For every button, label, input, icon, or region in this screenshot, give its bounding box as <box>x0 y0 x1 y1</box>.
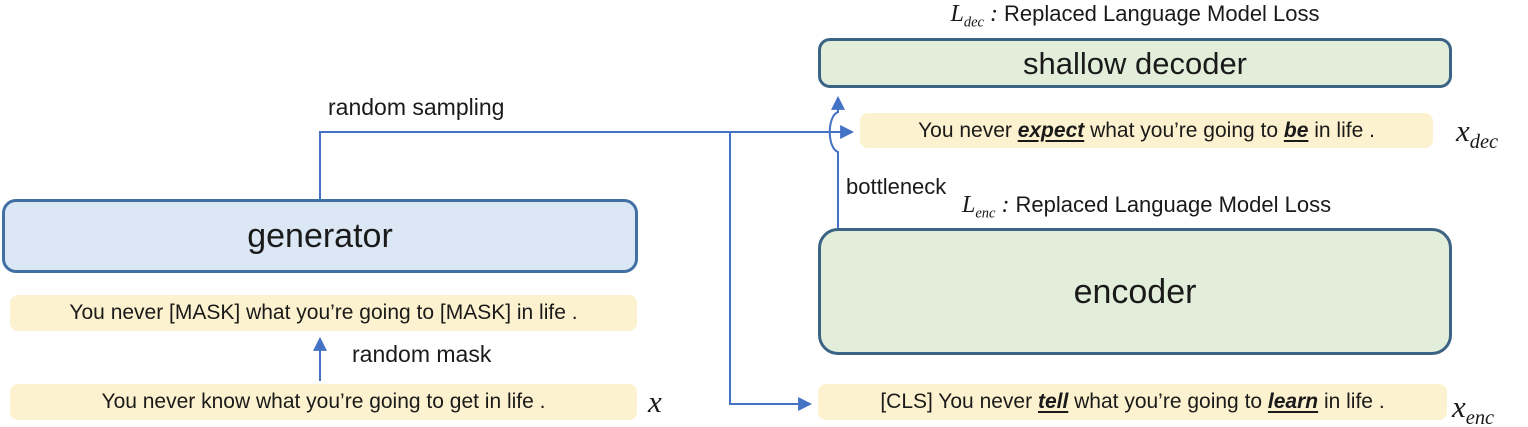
decoder-loss-symbol: L <box>950 1 964 27</box>
decoder-loss-text: Replaced Language Model Loss <box>1003 1 1320 26</box>
masked-sentence-box: You never [MASK] what you’re going to [M… <box>10 295 637 331</box>
encoder-loss-text: Replaced Language Model Loss <box>1015 192 1332 217</box>
bottleneck-label: bottleneck <box>846 174 947 199</box>
encoder-loss-symbol: L <box>962 192 976 218</box>
random-sampling-arrow <box>319 125 855 199</box>
encoder-input-arrow <box>729 132 813 411</box>
x-enc-label: xenc <box>1452 389 1495 427</box>
encoder-loss-label: Lenc : Replaced Language Model Loss <box>962 192 1331 222</box>
input-sentence-box: You never know what you’re going to get … <box>10 384 637 420</box>
replaced-word-expect: expect <box>1017 118 1085 142</box>
encoder-label: encoder <box>1073 272 1197 311</box>
decoder-loss-separator: : <box>983 1 1004 27</box>
encoder-box: encoder <box>818 228 1452 355</box>
decoder-loss-label: Ldec : Replaced Language Model Loss <box>818 1 1452 31</box>
encoder-input-sentence-box: [CLS] You never tell what you’re going t… <box>818 384 1447 420</box>
x-dec-label: xdec <box>1456 113 1499 154</box>
replaced-word-tell: tell <box>1037 390 1069 413</box>
generator-box: generator <box>2 199 638 273</box>
bottleneck-arrow <box>828 95 845 229</box>
encoder-loss-separator: : <box>995 192 1016 218</box>
input-sentence-text: You never know what you’re going to get … <box>101 390 546 413</box>
replaced-word-learn: learn <box>1267 390 1319 413</box>
x-input-label: x <box>648 384 662 419</box>
decoder-output-sentence-box: You never expect what you’re going to be… <box>860 113 1433 148</box>
decoder-box: shallow decoder <box>818 38 1452 88</box>
decoder-loss-subscript: dec <box>963 14 984 31</box>
random-mask-label: random mask <box>352 341 492 367</box>
encoder-loss-subscript: enc <box>975 205 996 222</box>
generator-label: generator <box>247 217 393 255</box>
decoder-label: shallow decoder <box>1022 45 1248 81</box>
replaced-word-be: be <box>1283 118 1309 142</box>
masked-sentence-text: You never [MASK] what you’re going to [M… <box>69 301 578 324</box>
random-sampling-label: random sampling <box>328 94 505 120</box>
